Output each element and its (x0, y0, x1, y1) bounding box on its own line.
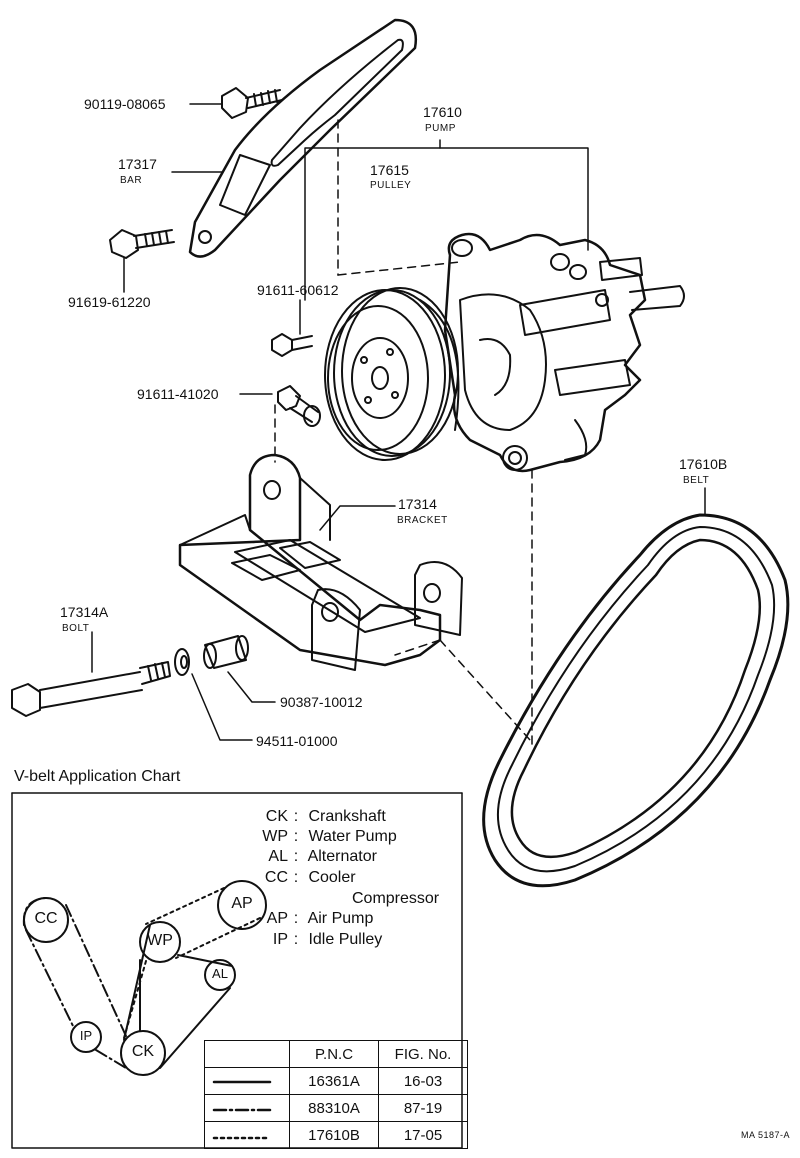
pulley-ip: IP (79, 1028, 93, 1043)
legend-abbr: AP (266, 910, 288, 927)
legend-ip: IP: Idle Pulley (258, 931, 382, 949)
part-number-17314A: 17314A (60, 604, 109, 620)
legend-abbr: IP (272, 931, 288, 948)
mounting-bracket (178, 453, 463, 671)
water-pump-body (443, 232, 685, 473)
line-sample-dash-dot (204, 1094, 290, 1122)
legend-name: Crankshaft (308, 808, 386, 825)
pulley-ck: CK (131, 1043, 155, 1060)
part-name-belt: BELT (683, 475, 710, 486)
part-number-91619-61220: 91619-61220 (68, 294, 151, 310)
part-name-bolt: BOLT (62, 623, 90, 634)
table-row: 17610B 17-05 (204, 1121, 468, 1149)
legend-name: Cooler (308, 869, 356, 886)
legend-abbr: CK (265, 808, 288, 825)
legend-abbr: WP (262, 828, 288, 845)
part-name-pulley: PULLEY (370, 180, 412, 191)
bolt-bar-lower (109, 229, 175, 293)
legend-abbr: AL (268, 848, 288, 865)
drawing-code: MA 5187-A (740, 1130, 790, 1140)
legend-name: Compressor (352, 890, 440, 907)
legend-cc-cont: Compressor (352, 890, 439, 908)
table-header-pnc: P.N.C (289, 1040, 379, 1068)
table-cell-fig: 16-03 (378, 1067, 468, 1095)
table-header-line (204, 1040, 290, 1068)
table-row: 88310A 87-19 (204, 1094, 468, 1122)
part-number-91611-60612: 91611-60612 (257, 282, 339, 298)
part-number-17314: 17314 (398, 496, 437, 512)
pulley-cc: CC (34, 910, 58, 927)
part-name-pump: PUMP (425, 123, 456, 134)
bolt-pulley (271, 333, 313, 357)
part-number-90387-10012: 90387-10012 (280, 694, 363, 710)
washer (174, 648, 190, 676)
legend-name: Idle Pulley (308, 931, 383, 948)
part-number-17317: 17317 (118, 156, 157, 172)
legend-al: AL: Alternator (258, 848, 377, 866)
legend-name: Air Pump (307, 910, 374, 927)
v-belt (482, 513, 790, 888)
v-belt-chart (11, 792, 463, 1149)
pulley-ap: AP (231, 895, 253, 912)
part-name-bracket: BRACKET (397, 515, 448, 526)
part-number-17610B: 17610B (679, 456, 728, 472)
legend-ck: CK: Crankshaft (258, 808, 386, 826)
long-bolt (11, 631, 171, 717)
legend-ap: AP: Air Pump (258, 910, 374, 928)
legend-cc: CC: Cooler (258, 869, 356, 887)
legend-name: Water Pump (308, 828, 397, 845)
table-cell-pnc: 16361A (289, 1067, 379, 1095)
pnc-reference-table: P.N.C FIG. No. 16361A 16-03 88310A 87-19… (204, 1040, 468, 1149)
adjusting-bar (188, 18, 418, 258)
collar (203, 635, 249, 669)
table-cell-pnc: 17610B (289, 1121, 379, 1149)
table-row: 16361A 16-03 (204, 1067, 468, 1095)
line-sample-solid (204, 1067, 290, 1095)
table-cell-fig: 17-05 (378, 1121, 468, 1149)
part-number-91611-41020: 91611-41020 (137, 386, 219, 402)
pump-pulley (324, 287, 460, 461)
line-sample-dotted (204, 1121, 290, 1149)
pulley-wp: WP (147, 932, 173, 949)
table-header-row: P.N.C FIG. No. (204, 1040, 468, 1068)
table-header-fig: FIG. No. (378, 1040, 468, 1068)
part-number-17610: 17610 (423, 104, 462, 120)
pulley-al: AL (212, 966, 228, 981)
legend-abbr: CC (264, 869, 288, 886)
chart-title: V-belt Application Chart (14, 768, 181, 785)
legend-name: Alternator (307, 848, 377, 865)
part-name-bar: BAR (120, 175, 143, 186)
bolt-bracket (277, 385, 321, 427)
part-number-94511-01000: 94511-01000 (256, 733, 338, 749)
part-number-90119-08065: 90119-08065 (84, 96, 166, 112)
table-cell-fig: 87-19 (378, 1094, 468, 1122)
bolt-bar-upper (221, 87, 283, 119)
legend-wp: WP: Water Pump (258, 828, 397, 846)
part-number-17615: 17615 (370, 162, 409, 178)
table-cell-pnc: 88310A (289, 1094, 379, 1122)
